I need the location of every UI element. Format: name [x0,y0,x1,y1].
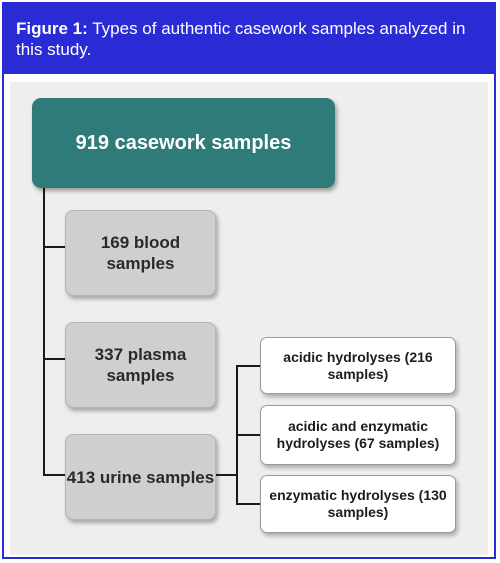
root-trunk-line [43,188,45,475]
node-plasma-samples: 337 plasma samples [65,322,216,408]
node-acidic-enzymatic-hydrolyses: acidic and enzymatic hydrolyses (67 samp… [260,405,456,465]
figure-frame: Figure 1: Types of authentic casework sa… [2,2,496,559]
diagram-panel: 919 casework samples 169 blood samples 3… [10,82,488,555]
figure-caption: Figure 1: Types of authentic casework sa… [4,4,494,74]
node-blood-samples: 169 blood samples [65,210,216,296]
root-node-casework-samples: 919 casework samples [32,98,335,188]
branch-line-enzymatic [236,503,260,505]
branch-line-blood [43,246,65,248]
branch-line-plasma [43,358,65,360]
figure-caption-text: Types of authentic casework samples anal… [16,19,466,59]
branch-line-acidic-enzymatic [236,434,260,436]
node-acidic-hydrolyses: acidic hydrolyses (216 samples) [260,337,456,394]
node-urine-samples: 413 urine samples [65,434,216,520]
figure-label: Figure 1: [16,19,88,38]
branch-line-acidic [236,365,260,367]
branch-line-urine [43,474,65,476]
urine-stem-line [216,474,238,476]
node-enzymatic-hydrolyses: enzymatic hydrolyses (130 samples) [260,475,456,533]
